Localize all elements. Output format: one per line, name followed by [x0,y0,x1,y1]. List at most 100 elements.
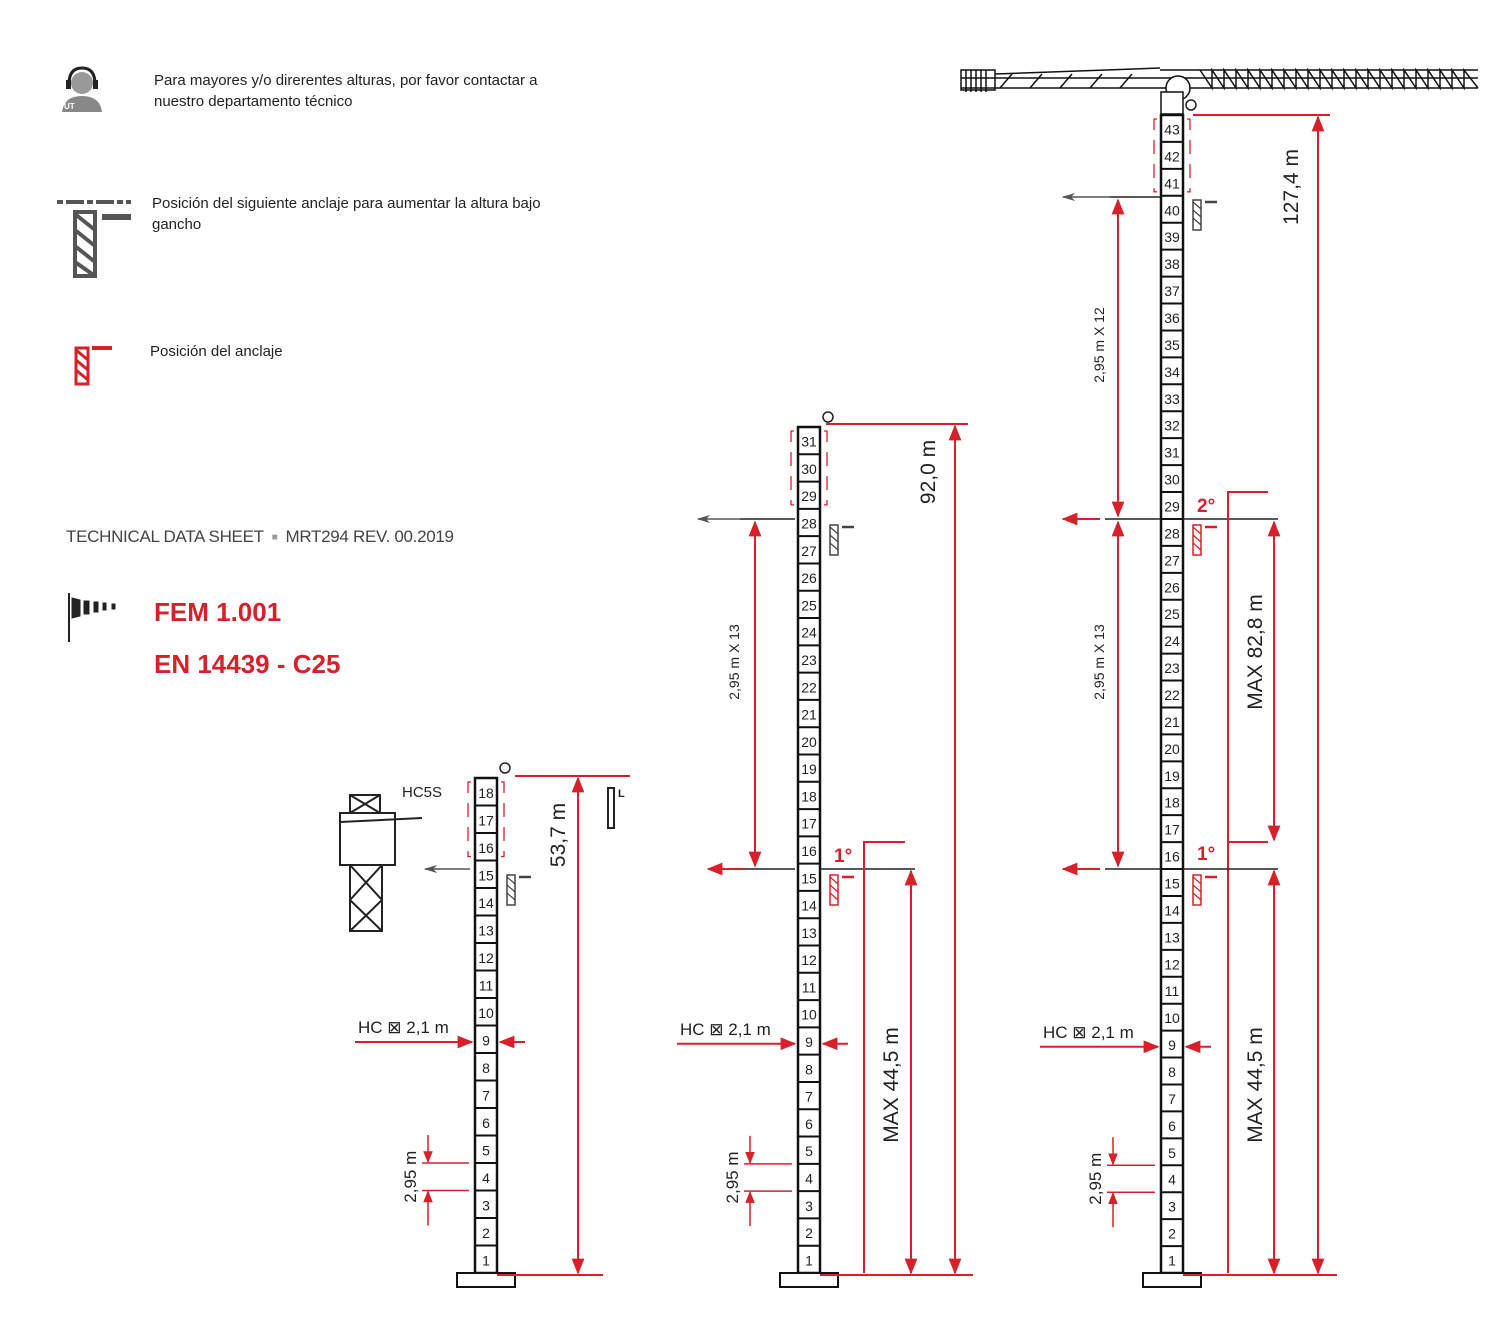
mast-section: 5 [475,1134,497,1158]
mast-section: 17 [1161,814,1183,838]
next-anchor-icon [829,524,854,556]
climbing-frame-label: HC5S [402,784,442,801]
mast-base [1142,1272,1202,1288]
mast-section: 4 [1161,1164,1183,1188]
section-number: 11 [802,979,817,995]
mast-section: 33 [1161,383,1183,407]
section-number: 8 [805,1061,813,1077]
legend-next-anchor-text: Posición del siguiente anclaje para aume… [152,195,541,233]
mast-section: 37 [1161,275,1183,299]
hook-icon [1185,99,1197,111]
section-height-label: 2,95 m [723,1151,742,1203]
mast-section: 19 [1161,760,1183,784]
section-number: 11 [479,977,494,993]
section-number: 40 [1164,202,1180,218]
height-label: 127,4 m [1280,149,1303,225]
section-number: 15 [801,870,817,886]
mast-section: 23 [798,644,820,668]
hook-icon [822,411,834,423]
section-number: 14 [801,898,817,914]
mast-section: 35 [1161,329,1183,353]
section-number: 15 [478,867,494,883]
section-number: 39 [1164,229,1180,245]
technical-data-sheet-heading: TECHNICAL DATA SHEET■MRT294 REV. 00.2019 [66,527,454,546]
section-number: 18 [801,788,817,804]
section-number: 31 [801,434,817,450]
section-height-label: 2,95 m [401,1151,420,1203]
section-number: 5 [482,1142,490,1158]
span-label: 2,95 m X 13 [1091,624,1107,700]
mast-section: 21 [1161,706,1183,730]
section-number: 32 [1164,418,1180,434]
top-sections-bracket [790,430,828,506]
section-number: 24 [1164,633,1180,649]
section-height-label: 2,95 m [1086,1153,1105,1205]
section-number: 10 [1164,1010,1180,1026]
section-number: 9 [1168,1037,1176,1053]
mast-section: 13 [475,914,497,938]
mast-section: 12 [475,942,497,966]
section-number: 6 [482,1115,490,1131]
mast-section: 19 [798,753,820,777]
section-number: 23 [1164,660,1180,676]
section-number: 7 [1168,1091,1176,1107]
section-number: 5 [1168,1145,1176,1161]
mast-section: 6 [798,1108,820,1132]
section-number: 20 [801,734,817,750]
section-number: 29 [801,488,817,504]
section-number: 13 [801,925,817,941]
mast-section: 40 [1161,194,1183,218]
mast-section: 1 [798,1244,820,1268]
mast-section: 6 [1161,1110,1183,1134]
sheet-revision: REV. 00.2019 [353,527,454,546]
mast-section: 7 [798,1080,820,1105]
mast-section: 20 [798,726,820,750]
span-label: 2,95 m X 13 [726,624,742,700]
section-number: 19 [1164,768,1180,784]
section-number: 25 [1164,606,1180,622]
mast-section: 8 [798,1053,820,1077]
mast-section: 32 [1161,410,1183,434]
section-number: 15 [1164,876,1180,892]
mast-section: 41 [1161,167,1183,191]
section-number: 16 [1164,849,1180,865]
section-number: 38 [1164,256,1180,272]
section-number: 8 [1168,1064,1176,1080]
sheet-title: TECHNICAL DATA SHEET [66,527,264,546]
section-number: 21 [801,707,817,723]
mast-section: 25 [798,589,820,613]
mast-section: 3 [1161,1191,1183,1215]
section-number: 18 [478,785,494,801]
section-number: 24 [801,625,817,641]
mast-section: 3 [475,1189,497,1213]
mast-section: 39 [1161,221,1183,245]
mast-section: 29 [1161,491,1183,514]
mast-section: 30 [1161,464,1183,488]
max-2-label: MAX 82,8 m [1244,594,1267,710]
mast-base [456,1272,516,1288]
section-number: 33 [1164,391,1180,407]
section-number: 10 [478,1005,494,1021]
section-number: 4 [482,1170,490,1186]
next-anchor-icon [506,874,531,906]
section-number: 17 [478,812,494,828]
next-anchor-legend-icon [57,200,131,278]
mast-a-annotations: 53,7 m HC5S L [339,775,630,1276]
section-number: 7 [482,1087,490,1103]
mast-section: 15 [475,859,497,883]
mast-section: 16 [798,835,820,859]
section-number: 34 [1164,364,1180,380]
anchor-1-label: 1° [1197,844,1215,865]
mast-section: 22 [1161,679,1183,703]
mast-section: 27 [798,535,820,559]
mast-section: 11 [1161,975,1183,999]
section-number: 3 [482,1197,490,1213]
section-number: 26 [1164,579,1180,595]
section-number: 5 [805,1143,813,1159]
section-number: 18 [1164,795,1180,811]
norm-en: EN 14439 - C25 [154,649,341,679]
section-number: 8 [482,1060,490,1076]
mast-section: 4 [798,1162,820,1186]
section-number: 12 [1164,956,1180,972]
mast-section: 13 [1161,921,1183,945]
